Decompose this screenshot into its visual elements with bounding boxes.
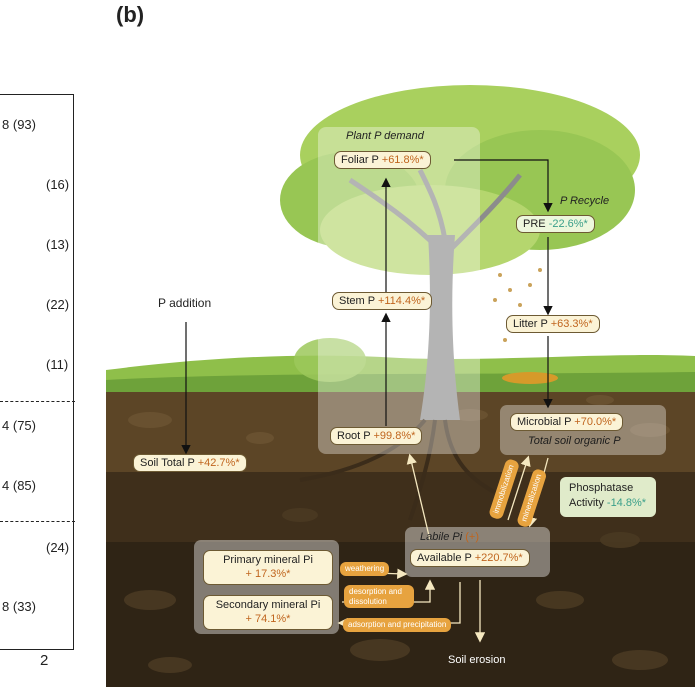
arrow-immobilization [507,455,531,521]
tree-branches [348,168,522,252]
plant-demand-title: Plant P demand [346,130,424,142]
p-addition-label: P addition [158,296,212,310]
arrow-foliar-to-pre [454,159,553,213]
weathering-label: weathering [340,562,390,576]
left-row-9: 8 (33) [2,599,36,614]
total-soil-organic-p-label: Total soil organic P [528,435,621,447]
left-row-7: 4 (85) [2,478,36,493]
falling-leaves [493,268,542,342]
left-row-1: 8 (93) [2,117,36,132]
soil-erosion-label: Soil erosion [448,654,506,666]
phosphatase-frame [560,477,656,517]
plant-demand-frame [318,127,480,454]
left-axis-tick: 2 [40,652,49,669]
primary-mineral-box: Primary mineral Pi + 17.3%* [203,550,333,585]
left-row-8: (24) [46,540,70,555]
deep-pebbles [124,508,668,673]
left-row-3: (13) [46,237,70,252]
labile-pi-label: Labile Pi (+) [420,531,480,543]
phosphatase-label: Phosphatase Activity -14.8%* [569,482,647,509]
left-divider-1 [0,401,75,402]
soil-total-p-box: Soil Total P +42.7%* [133,454,247,472]
panel-label: (b) [116,2,145,27]
left-row-6: 4 (75) [2,418,36,433]
p-recycle-title: P Recycle [560,195,610,207]
pre-box: PRE -22.6%* [516,215,595,233]
left-divider-2 [0,521,75,522]
litter-p-box: Litter P +63.3%* [506,315,600,333]
foliar-p-box: Foliar P +61.8%* [334,151,431,169]
stem-p-box: Stem P +114.4%* [332,292,433,310]
left-row-5: (11) [46,357,69,372]
small-bush [294,338,366,382]
adsorption-label: adsorption and precipitation [343,618,452,632]
litter-pile [502,372,558,384]
available-p-box: Available P +220.7%* [410,549,530,567]
desorption-label: desorption and dissolution [344,585,414,609]
microbial-p-box: Microbial P +70.0%* [510,413,624,431]
tree-trunk [420,235,460,420]
arrow-available-to-root [406,453,431,541]
left-row-4: (22) [46,297,70,312]
left-panel-frame [0,94,74,650]
soil-pebbles [128,395,670,444]
root-p-box: Root P +99.8%* [330,427,423,445]
left-row-2: (16) [46,177,70,192]
secondary-mineral-box: Secondary mineral Pi + 74.1%* [203,595,333,630]
